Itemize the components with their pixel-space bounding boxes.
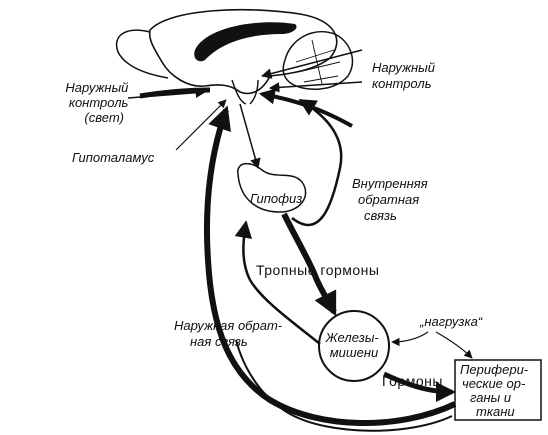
brain-drawing — [115, 8, 354, 105]
load-label: „нагрузка“ — [419, 314, 483, 329]
arrow-right-input-1 — [260, 49, 363, 79]
external-feedback-loop — [203, 105, 457, 427]
label-line: Перифери- — [460, 362, 529, 377]
cerebellum — [282, 31, 354, 90]
arrow-right-input-2 — [268, 81, 363, 93]
label-line: Внутренняя — [352, 176, 428, 191]
brainstem — [231, 79, 259, 105]
label-line: обратная — [358, 192, 419, 207]
label-line: ная связь — [190, 334, 248, 349]
internal-feedback-arrow — [291, 98, 343, 227]
label-line: Наружный — [372, 60, 435, 75]
hormones-arrow — [382, 371, 456, 402]
label-line: Железы- — [325, 330, 380, 345]
label-line: Наружная обрат- — [174, 318, 283, 333]
corpus-callosum — [194, 22, 297, 62]
label-line: мишени — [330, 345, 379, 360]
tropic-hormones-path — [281, 212, 337, 317]
external-control-light-label: Наружный контроль (свет) — [65, 80, 132, 125]
external-control-right-label: Наружный контроль — [372, 60, 439, 91]
peripheral-organs-label: Перифери- ческие ор- ганы и ткани — [460, 362, 532, 419]
label-line: контроль — [372, 76, 432, 91]
label-line: Наружный — [65, 80, 128, 95]
label-line: связь — [364, 208, 397, 223]
arrow-right-input-3 — [258, 88, 353, 128]
hypothalamus-label: Гипоталамус — [72, 150, 155, 165]
target-glands-label: Железы- мишени — [325, 330, 383, 360]
tropic-hormones-label: Тропные гормоны — [256, 262, 379, 278]
cerebellum-folds — [295, 39, 341, 85]
label-line: ганы и — [470, 390, 511, 405]
peripheral-organs-box — [454, 359, 542, 421]
glands-to-pituitary-feedback — [234, 220, 321, 345]
load-arrow-to-organs — [435, 331, 473, 359]
label-line: ческие ор- — [462, 376, 526, 391]
hypothalamus-to-pituitary-arrow — [239, 103, 261, 170]
label-line: ткани — [476, 404, 515, 419]
arrow-light-input — [127, 87, 207, 99]
label-line: контроль — [69, 95, 129, 110]
hormones-label: Гормоны — [382, 373, 443, 389]
label-line: (свет) — [84, 110, 124, 125]
internal-feedback-label: Внутренняя обратная связь — [352, 176, 431, 223]
external-feedback-loop-inner — [235, 339, 453, 432]
external-feedback-label: Наружная обрат- ная связь — [174, 318, 286, 349]
frontal-lobe-fold — [115, 29, 169, 79]
load-arrow-to-glands — [391, 331, 429, 347]
pituitary-label: Гипофиз — [250, 191, 302, 206]
target-glands-circle — [318, 310, 390, 382]
